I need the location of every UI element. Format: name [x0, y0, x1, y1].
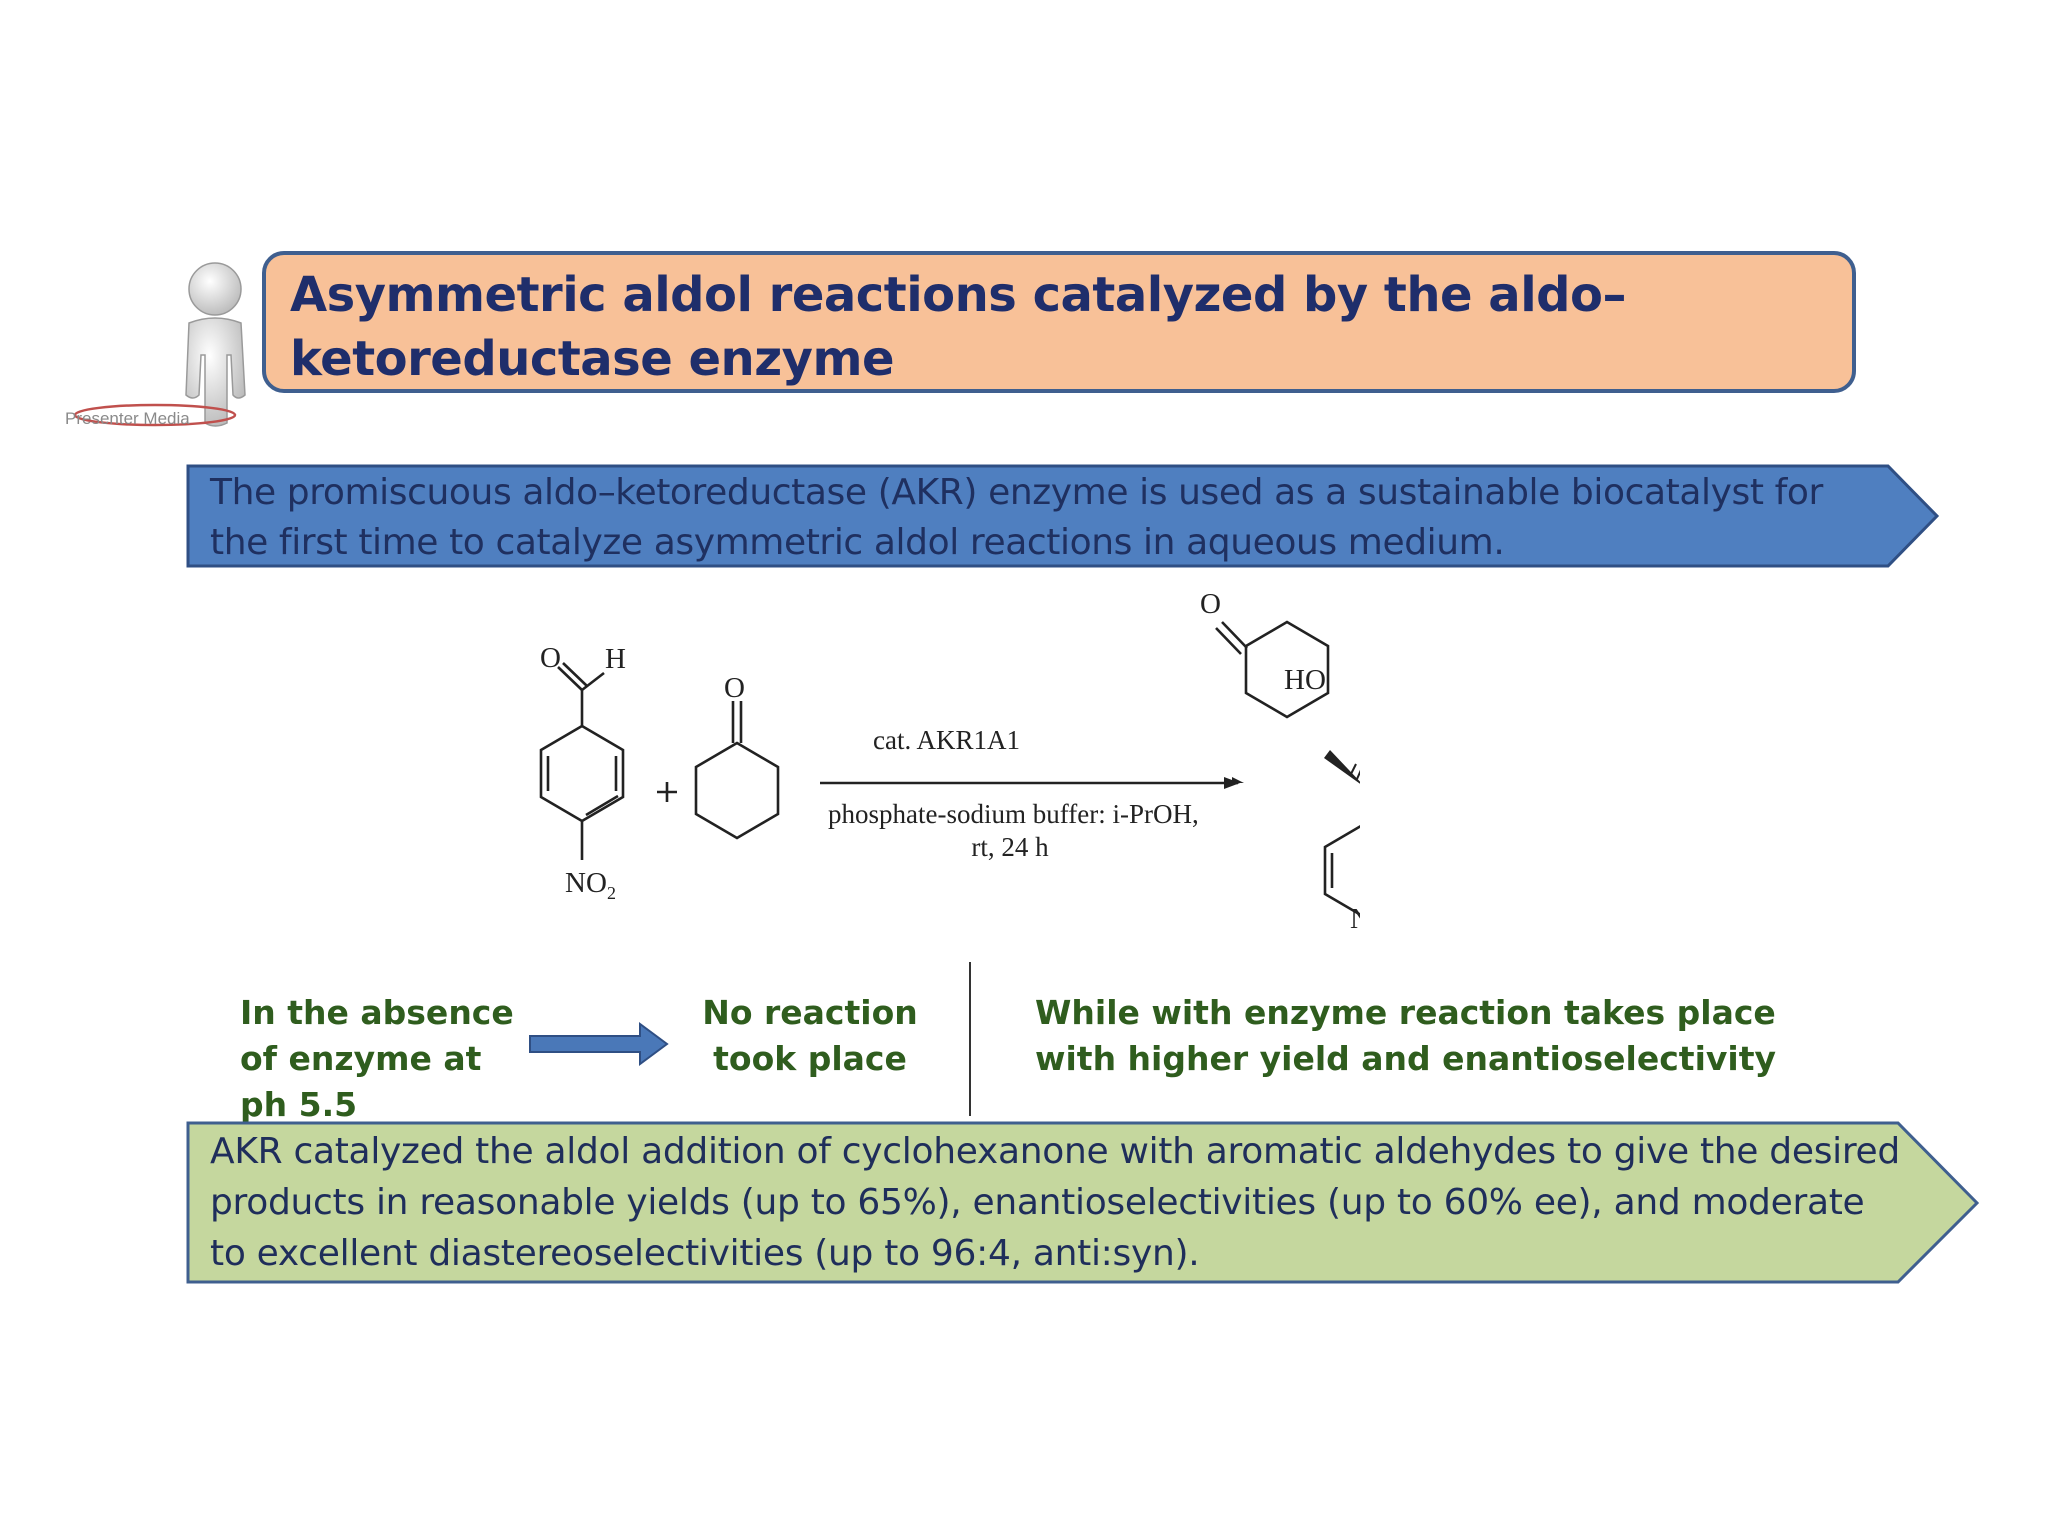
intro-text: The promiscuous aldo–ketoreductase (AKR)… [210, 472, 1823, 563]
conditions-line-2: rt, 24 h [971, 832, 1049, 862]
hydroxyl-label: HO [1284, 664, 1326, 696]
reaction-scheme [539, 620, 1360, 916]
catalyst-label: cat. AKR1A1 [873, 725, 1020, 755]
title-box: Asymmetric aldol reactions catalyzed by … [262, 251, 1856, 393]
intro-arrow-banner [186, 464, 1940, 568]
benzene-ring-product [1323, 825, 1360, 916]
nitro-label-reactant: NO [565, 867, 607, 899]
absence-note: In the absence of enzyme at ph 5.5 [240, 993, 514, 1124]
logo-text: Presenter Media [65, 409, 190, 428]
summary-arrow-banner [186, 1121, 1980, 1284]
flow-arrow-icon [529, 1022, 669, 1066]
reaction-scheme-labels: O H NO 2 + O cat. AKR1A1 phosphate-sodiu… [540, 588, 1360, 935]
ketone-oxygen-label: O [724, 672, 745, 704]
summary-text: AKR catalyzed the aldol addition of cycl… [210, 1131, 1900, 1274]
presenter-figure-logo: Presenter Media [65, 262, 246, 428]
cyclohexanone-ring [694, 741, 780, 840]
conditions-line-1: phosphate-sodium buffer: i-PrOH, [828, 799, 1199, 829]
no-reaction-note: No reaction took place [702, 993, 918, 1078]
nitro-subscript-reactant: 2 [607, 883, 616, 903]
with-enzyme-note: While with enzyme reaction takes place w… [1035, 993, 1776, 1078]
aldehyde-oxygen-label: O [540, 642, 561, 674]
aldehyde-hydrogen-label: H [605, 643, 626, 675]
product-ketone-oxygen-label: O [1200, 588, 1221, 620]
cyclohexanone-ring-product [1244, 620, 1330, 719]
slide-title: Asymmetric aldol reactions catalyzed by … [290, 267, 1626, 387]
nitro-label-product: NO [1350, 903, 1360, 935]
vertical-divider [969, 962, 971, 1116]
